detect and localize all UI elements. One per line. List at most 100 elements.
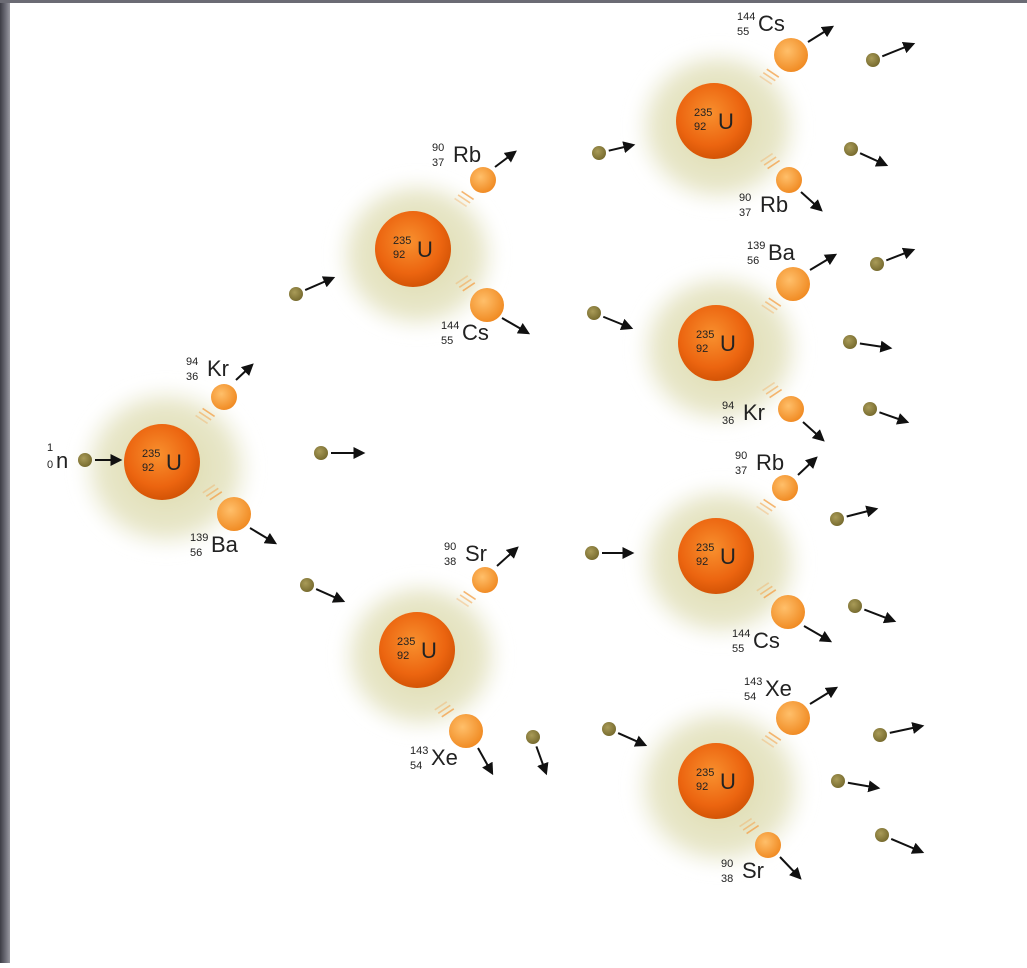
neutron-arrow-4 [608,141,636,154]
neutron-arrow-18 [890,837,925,854]
uranium-symbol: U [417,237,433,262]
neutron-atomic: 0 [47,459,53,471]
streak [768,297,782,307]
uranium-symbol: U [720,331,736,356]
window-edge [0,0,10,963]
arrow-rb-3a [800,191,823,212]
streak [760,152,774,163]
fragment-mass: 90 [721,858,733,870]
uranium-nucleus-3 [676,83,752,159]
fragment-symbol: Rb [453,142,481,167]
fragment-rb-3a [776,167,802,193]
streak [763,589,777,599]
neutron-11 [870,257,884,271]
neutron-symbol: n [56,448,68,473]
streak [762,72,776,82]
streak [761,738,775,748]
streak [768,731,782,741]
neutron-mass: 1 [47,442,53,454]
fragment-atomic: 38 [721,873,733,885]
streak [746,824,760,835]
fragment-symbol: Kr [743,400,765,425]
fragment-atomic: 54 [744,691,756,703]
neutron-7 [602,722,616,736]
streak [763,498,777,509]
fragment-cs-2a [470,288,504,322]
fragment-mass: 144 [737,11,755,23]
fragment-atomic: 56 [190,547,202,559]
fragment-atomic: 54 [410,760,422,772]
neutron-arrow-8 [535,746,549,776]
arrow-kr-1 [235,363,254,381]
neutron-arrow-16 [889,722,925,734]
streak [739,817,753,828]
arrow-ba-3b [809,253,838,271]
streak [456,597,470,608]
streak [198,411,212,421]
fragment-symbol: Sr [465,541,487,566]
neutron-4 [592,146,606,160]
arrow-cs-3a [807,25,835,43]
fragment-symbol: Kr [207,356,229,381]
fragment-mass: 143 [410,745,428,757]
fragment-xe-3d [776,701,810,735]
streak [759,502,773,512]
neutron-15 [848,599,862,613]
fragment-atomic: 38 [444,556,456,568]
uranium-atomic: 92 [696,556,708,568]
fragment-mass: 139 [747,240,765,252]
fragment-mass: 143 [744,676,762,688]
motion-streaks [195,68,783,835]
fragment-kr-3b [778,396,804,422]
uranium-nucleus-6 [678,743,754,819]
neutron-5 [587,306,601,320]
fragment-symbol: Xe [431,745,458,770]
uranium-atomic: 92 [694,121,706,133]
neutron-arrow-10 [859,152,889,167]
arrow-xe-2b [477,747,494,776]
fragment-mass: 90 [432,142,444,154]
neutron-1 [289,287,303,301]
neutron-6 [585,546,599,560]
fragment-mass: 94 [186,356,198,368]
streak [765,385,779,395]
neutron-arrow-9 [881,41,916,58]
neutron-12 [843,335,857,349]
streak [209,491,223,501]
arrow-rb-3c [797,456,818,476]
streak [437,704,451,714]
neutron-14 [830,512,844,526]
fragment-ba-3b [776,267,810,301]
arrow-cs-2a [501,317,531,335]
fragment-atomic: 55 [441,335,453,347]
streak [461,190,475,201]
fragment-symbol: Cs [462,320,489,345]
fragment-mass: 90 [735,450,747,462]
neutron-18 [875,828,889,842]
fragment-symbol: Ba [768,240,796,265]
streak [202,407,216,418]
fragment-atomic: 37 [432,157,444,169]
uranium-symbol: U [720,544,736,569]
fragment-atomic: 37 [739,207,751,219]
velocity-arrows [95,25,925,880]
neutron-arrow-13 [879,411,910,425]
streak [455,275,469,285]
fragment-atomic: 55 [737,26,749,38]
arrow-kr-3b [802,421,825,442]
fragment-mass: 90 [739,192,751,204]
streak [764,301,778,311]
neutron-arrow-15 [863,608,897,624]
